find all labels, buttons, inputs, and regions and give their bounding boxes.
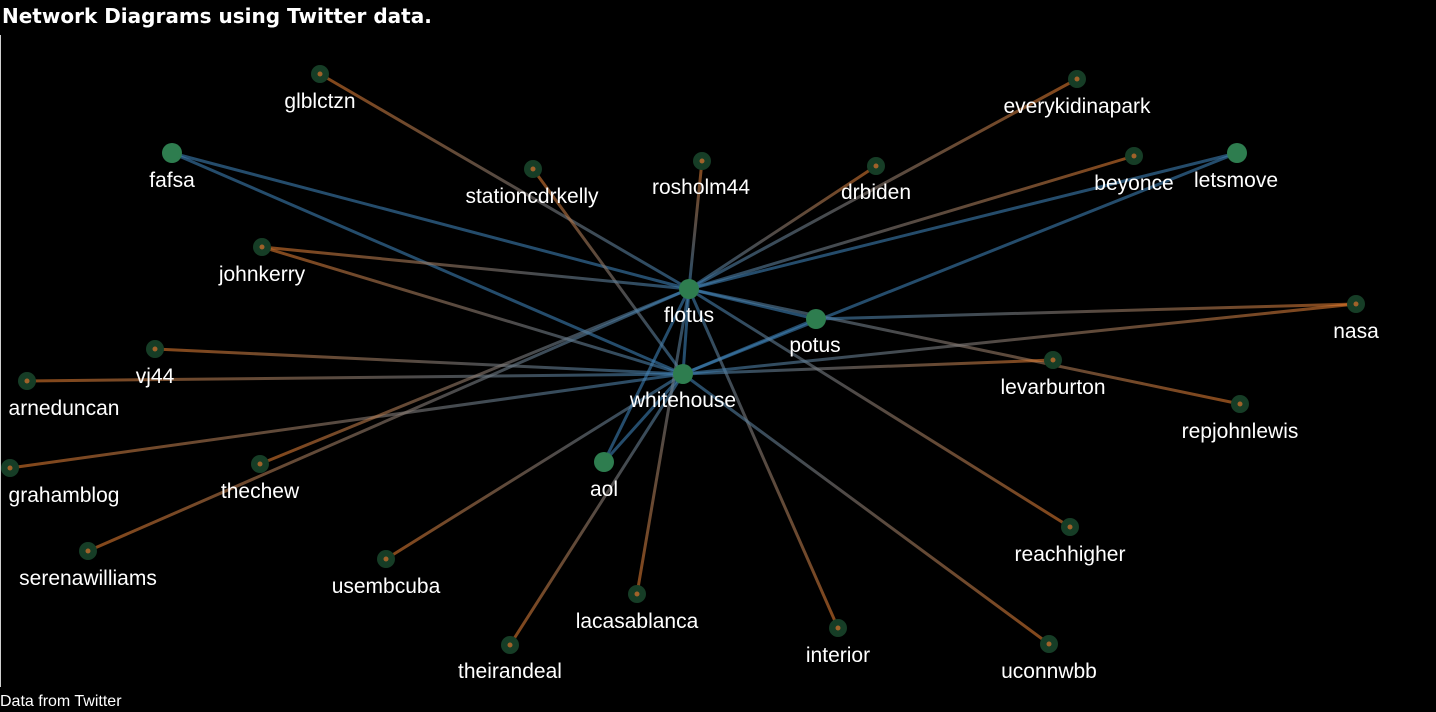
node-core-rosholm44 <box>699 158 705 164</box>
nodes-layer <box>1 65 1365 654</box>
node-label-whitehouse: whitehouse <box>629 389 736 412</box>
edge-flotus-glblctzn <box>319 72 690 291</box>
edge-whitehouse-johnkerry <box>261 245 684 376</box>
edge-potus-nasa <box>815 302 1357 321</box>
node-core-drbiden <box>873 163 879 169</box>
edge-flotus-beyonce <box>688 154 1135 291</box>
node-core-vj44 <box>152 346 158 352</box>
node-label-glblctzn: glblctzn <box>284 90 355 113</box>
node-label-arneduncan: arneduncan <box>9 397 120 420</box>
node-label-interior: interior <box>806 644 870 667</box>
node-label-usembcuba: usembcuba <box>332 575 441 598</box>
node-core-beyonce <box>1131 153 1137 159</box>
source-caption: Data from Twitter <box>0 693 122 710</box>
node-core-interior <box>835 625 841 631</box>
node-label-serenawilliams: serenawilliams <box>19 567 157 590</box>
node-core-nasa <box>1353 301 1359 307</box>
node-core-serenawilliams <box>85 548 91 554</box>
edge-whitehouse-theirandeal <box>508 373 685 646</box>
node-label-theirandeal: theirandeal <box>458 660 562 683</box>
node-label-johnkerry: johnkerry <box>218 263 306 286</box>
chart-title: Network Diagrams using Twitter data. <box>2 4 432 28</box>
edge-whitehouse-levarburton <box>682 358 1054 376</box>
node-core-usembcuba <box>383 556 389 562</box>
node-label-flotus: flotus <box>664 304 714 327</box>
node-label-everykidinapark: everykidinapark <box>1003 95 1151 118</box>
node-core-stationcdrkelly <box>530 166 536 172</box>
edge-whitehouse-usembcuba <box>385 372 684 561</box>
edge-whitehouse-grahamblog <box>9 372 684 470</box>
edge-flotus-interior <box>687 288 840 629</box>
edge-whitehouse-letsmove <box>682 151 1238 376</box>
node-label-letsmove: letsmove <box>1194 169 1278 192</box>
node-whitehouse[interactable] <box>673 364 693 384</box>
node-label-drbiden: drbiden <box>841 181 911 204</box>
edge-whitehouse-aol <box>602 372 685 464</box>
node-label-stationcdrkelly: stationcdrkelly <box>465 185 599 208</box>
edge-whitehouse-uconnwbb <box>682 372 1050 646</box>
node-potus[interactable] <box>806 309 826 329</box>
node-label-thechew: thechew <box>221 480 300 503</box>
edge-whitehouse-arneduncan <box>26 372 684 383</box>
node-label-reachhigher: reachhigher <box>1015 543 1126 566</box>
network-diagram: flotus whitehouse potus aol letsmove fafsa glb… <box>1 65 1380 683</box>
node-label-nasa: nasa <box>1333 320 1379 343</box>
node-label-levarburton: levarburton <box>1000 376 1105 399</box>
node-label-uconnwbb: uconnwbb <box>1001 660 1097 683</box>
node-label-potus: potus <box>789 334 840 357</box>
node-label-repjohnlewis: repjohnlewis <box>1182 420 1299 443</box>
node-core-reachhigher <box>1067 524 1073 530</box>
node-core-uconnwbb <box>1046 641 1052 647</box>
node-label-lacasablanca: lacasablanca <box>576 610 699 633</box>
labels-layer: flotus whitehouse potus aol letsmove fafsa glb… <box>9 90 1380 683</box>
node-aol[interactable] <box>594 452 614 472</box>
edge-flotus-everykidinapark <box>688 77 1078 291</box>
edge-flotus-drbiden <box>688 164 877 291</box>
edge-whitehouse-vj44 <box>154 347 684 376</box>
edge-flotus-letsmove <box>688 151 1238 291</box>
node-flotus[interactable] <box>679 279 699 299</box>
node-core-lacasablanca <box>634 591 640 597</box>
node-fafsa[interactable] <box>162 143 182 163</box>
node-label-fafsa: fafsa <box>149 169 195 192</box>
node-core-johnkerry <box>259 244 265 250</box>
edge-whitehouse-stationcdrkelly <box>531 168 685 375</box>
node-label-rosholm44: rosholm44 <box>652 176 750 199</box>
node-core-repjohnlewis <box>1237 401 1243 407</box>
edge-flotus-reachhigher <box>688 287 1071 529</box>
edge-flotus-thechew <box>259 287 690 466</box>
edge-flotus-repjohnlewis <box>688 287 1241 406</box>
node-label-beyonce: beyonce <box>1094 172 1173 195</box>
node-label-vj44: vj44 <box>136 365 175 388</box>
edges-layer <box>9 72 1357 646</box>
edge-flotus-serenawilliams <box>87 287 690 553</box>
node-core-everykidinapark <box>1074 76 1080 82</box>
node-letsmove[interactable] <box>1227 143 1247 163</box>
edge-whitehouse-nasa <box>682 302 1357 376</box>
node-core-theirandeal <box>507 642 513 648</box>
node-core-thechew <box>257 461 263 467</box>
edge-flotus-johnkerry <box>261 245 690 291</box>
edge-flotus-rosholm44 <box>687 160 704 290</box>
node-core-grahamblog <box>7 465 13 471</box>
node-core-levarburton <box>1050 357 1056 363</box>
node-label-grahamblog: grahamblog <box>9 484 120 507</box>
left-axis-line <box>0 35 1 687</box>
edge-flotus-lacasablanca <box>635 288 691 595</box>
node-core-arneduncan <box>24 378 30 384</box>
node-core-glblctzn <box>317 71 323 77</box>
node-label-aol: aol <box>590 478 618 501</box>
